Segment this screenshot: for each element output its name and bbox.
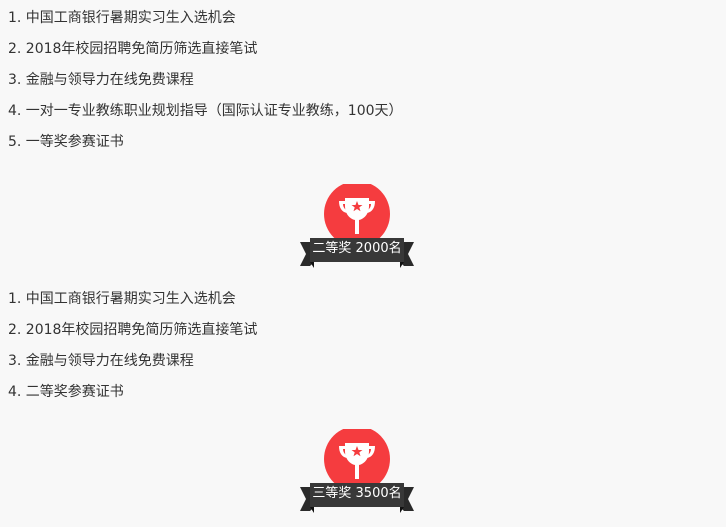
first-prize-benefits-list: 1. 中国工商银行暑期实习生入选机会 2. 2018年校园招聘免简历筛选直接笔试… [8,3,403,158]
badge-label: 三等奖 3500名 [312,486,402,501]
list-item: 4. 一对一专业教练职业规划指导（国际认证专业教练，100天） [8,103,403,119]
list-item: 2. 2018年校园招聘免简历筛选直接笔试 [8,41,258,57]
list-item: 5. 一等奖参赛证书 [8,134,124,150]
badge-label: 二等奖 2000名 [312,241,402,256]
list-item: 3. 金融与领导力在线免费课程 [8,72,194,88]
second-prize-badge: 二等奖 2000名 [300,184,414,270]
list-item: 1. 中国工商银行暑期实习生入选机会 [8,10,236,26]
second-prize-benefits-list: 1. 中国工商银行暑期实习生入选机会 2. 2018年校园招聘免简历筛选直接笔试… [8,284,257,408]
trophy-icon [300,429,414,513]
list-item: 1. 中国工商银行暑期实习生入选机会 [8,291,236,307]
list-item: 3. 金融与领导力在线免费课程 [8,353,194,369]
trophy-icon [300,184,414,268]
third-prize-badge: 三等奖 3500名 [300,429,414,515]
list-item: 2. 2018年校园招聘免简历筛选直接笔试 [8,322,258,338]
list-item: 4. 二等奖参赛证书 [8,384,124,400]
